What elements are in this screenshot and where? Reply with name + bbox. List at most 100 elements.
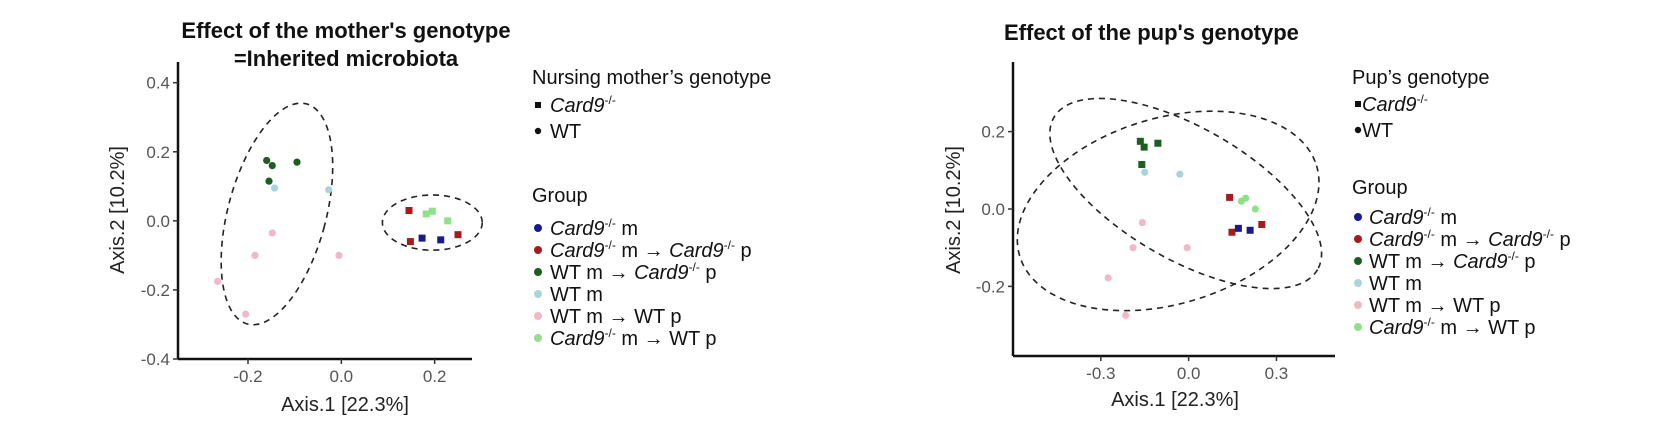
data-point-square	[1234, 224, 1242, 232]
group-legend-label: Card9-/- m	[550, 216, 638, 240]
group-legend-label: Card9-/- m → WT p	[550, 326, 717, 350]
x-tick-label: -0.3	[1086, 364, 1115, 383]
data-point-circle	[263, 156, 271, 165]
y-tick-label: -0.2	[976, 277, 1005, 296]
data-point-square	[418, 234, 426, 242]
shape-legend-label: Card9-/-	[1362, 92, 1428, 116]
group-legend-label: WT m → Card9-/- p	[550, 260, 717, 284]
data-point-square	[1258, 220, 1266, 228]
data-point-circle	[1129, 244, 1137, 252]
shape-legend-label: WT	[550, 121, 581, 143]
plot-area: -0.4 -0.2 0.0 0.2 0.4 -0.2 0.0 0.2	[141, 62, 484, 386]
group-legend-marker	[534, 268, 542, 276]
shape-legend-title: Pup’s genotype	[1352, 67, 1490, 89]
y-axis-title: Axis.2 [10.2%]	[107, 146, 129, 274]
data-point-square	[406, 238, 414, 246]
y-tick-label: 0.0	[146, 212, 170, 231]
shape-legend-label: Card9-/-	[550, 93, 616, 117]
shape-legend: Card9-/- WT	[534, 93, 616, 143]
data-point-circle	[1242, 194, 1250, 202]
mother-genotype-panel: Effect of the mother's genotype =Inherit…	[107, 18, 771, 416]
group-legend-marker	[534, 246, 542, 254]
data-point-square	[437, 236, 445, 244]
data-point-square	[454, 231, 462, 239]
data-point-circle	[214, 277, 222, 285]
plot-area: -0.2 0.0 0.2 -0.3 0.0 0.3	[976, 62, 1335, 383]
data-point-square	[1154, 139, 1162, 147]
x-tick-label: 0.0	[1177, 364, 1201, 383]
shape-legend-square	[1355, 101, 1361, 107]
y-axis-title: Axis.2 [10.2%]	[943, 146, 965, 274]
data-point-circle	[1141, 168, 1149, 176]
x-axis-title: Axis.1 [22.3%]	[1111, 389, 1239, 411]
data-point-circle	[251, 251, 259, 259]
group-legend-label: Card9-/- m → WT p	[1369, 315, 1536, 339]
chart-title-line-1: Effect of the pup's genotype	[1004, 20, 1299, 45]
data-point-circle	[1176, 170, 1184, 178]
group-legend-marker	[1354, 301, 1362, 309]
data-point-circle	[268, 162, 276, 170]
x-tick-label: 0.3	[1265, 364, 1289, 383]
y-tick-label: 0.2	[981, 123, 1005, 142]
group-legend-marker	[1354, 257, 1362, 265]
group-legend-label: WT m	[550, 284, 603, 306]
group-legend-label: WT m → WT p	[1369, 295, 1500, 317]
data-point-circle	[265, 177, 273, 185]
chart-title-line-2: =Inherited microbiota	[234, 46, 459, 71]
group-legend-marker	[534, 312, 542, 320]
data-point-square	[1136, 137, 1144, 145]
confidence-ellipse	[381, 194, 484, 252]
data-point-circle	[335, 251, 343, 259]
data-point-square	[422, 210, 430, 218]
data-point-circle	[325, 186, 333, 194]
group-legend-title: Group	[1352, 177, 1408, 199]
data-point-square	[428, 207, 436, 215]
data-point-circle	[1183, 244, 1191, 252]
x-tick-label: 0.0	[330, 367, 354, 386]
data-point-square	[1140, 143, 1148, 151]
pup-genotype-panel: Effect of the pup's genotype -0.20.00.2-…	[943, 20, 1571, 411]
group-legend-label: Card9-/- m → Card9-/- p	[550, 238, 752, 262]
y-tick-label: -0.4	[141, 350, 170, 369]
confidence-ellipse	[1016, 110, 1320, 312]
group-legend-label: WT m	[1369, 273, 1422, 295]
group-legend-label: Card9-/- m	[1369, 205, 1457, 229]
group-legend-marker	[1354, 279, 1362, 287]
shape-legend: Card9-/- WT	[1354, 92, 1428, 142]
group-legend-marker	[534, 224, 542, 232]
group-legend-marker	[1354, 323, 1362, 331]
data-point-circle	[293, 158, 301, 166]
data-point-circle	[268, 229, 276, 237]
x-tick-label: 0.2	[423, 367, 447, 386]
group-legend-marker	[534, 290, 542, 298]
data-point-circle	[1138, 218, 1146, 227]
data-point-square	[1246, 226, 1254, 234]
group-legend-label: Card9-/- m → Card9-/- p	[1369, 227, 1571, 251]
data-point-square	[1226, 193, 1234, 201]
chart-title-line-1: Effect of the mother's genotype	[181, 18, 510, 43]
confidence-ellipse	[1049, 97, 1323, 290]
shape-legend-circle	[534, 127, 542, 135]
group-legend-marker	[1354, 235, 1362, 243]
data-point-circle	[1104, 274, 1112, 282]
data-point-square	[405, 207, 413, 214]
data-point-square	[1228, 228, 1236, 236]
x-tick-label: -0.2	[233, 367, 262, 386]
data-point-circle	[271, 184, 279, 192]
y-tick-label: -0.2	[141, 281, 170, 300]
shape-legend-circle	[1354, 126, 1362, 134]
shape-legend-square	[535, 102, 541, 108]
x-axis-title: Axis.1 [22.3%]	[281, 394, 409, 416]
y-tick-label: 0.0	[981, 200, 1005, 219]
y-tick-label: 0.2	[146, 143, 170, 162]
data-point-circle	[1251, 205, 1259, 213]
group-legend-label: WT m → WT p	[550, 306, 681, 328]
y-tick-label: 0.4	[146, 74, 170, 93]
group-legend-title: Group	[532, 185, 588, 207]
shape-legend-label: WT	[1362, 120, 1393, 142]
group-legend-marker	[534, 334, 542, 342]
data-point-circle	[1122, 311, 1130, 319]
